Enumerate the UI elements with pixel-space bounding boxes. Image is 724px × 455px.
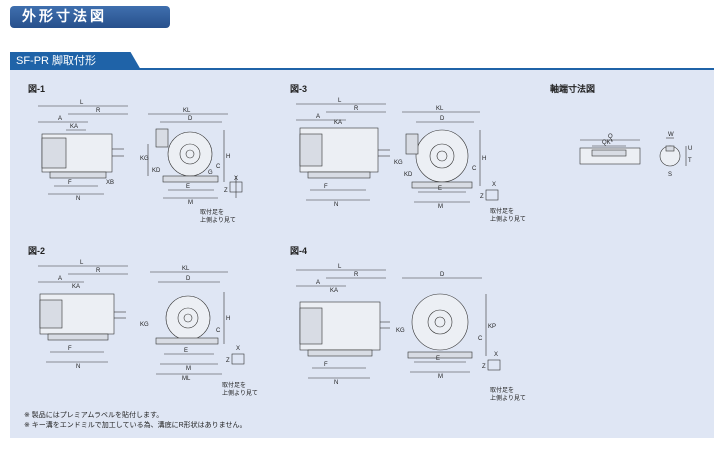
svg-text:Z: Z: [226, 358, 230, 364]
svg-text:A: A: [58, 276, 62, 282]
figure-1-drawing: L R A KA F N XB KL D KG KD H C G E M Z X: [38, 100, 243, 206]
page-title: 外形寸法図: [10, 6, 170, 28]
svg-text:X: X: [236, 346, 240, 352]
dim-N: N: [76, 196, 80, 202]
dim-E: E: [186, 184, 190, 190]
section-divider: [10, 68, 714, 70]
svg-text:M: M: [186, 366, 191, 372]
svg-text:R: R: [354, 272, 359, 278]
annotation-fig2-line2: 上側より見て: [222, 391, 258, 397]
dim-Q: Q: [608, 134, 613, 140]
svg-text:C: C: [216, 328, 221, 334]
shaft-end-label: 軸端寸法図: [550, 84, 596, 94]
annotation-fig4-line1: 取付足を: [490, 388, 515, 394]
svg-text:C: C: [472, 166, 477, 172]
dim-M: M: [188, 200, 193, 206]
svg-text:D: D: [440, 272, 445, 278]
svg-text:Z: Z: [480, 194, 484, 200]
section-title: SF-PR 脚取付形: [10, 52, 141, 70]
note-2: ※ キー溝をエンドミルで加工している為、溝底にR形状はありません。: [24, 422, 247, 429]
svg-text:N: N: [334, 202, 338, 208]
dim-W: W: [668, 132, 674, 138]
svg-text:KL: KL: [182, 266, 190, 272]
figure-4-drawing: L R A KA F N D KG KP C E M Z X: [296, 264, 501, 386]
figure-4-label: 図-4: [290, 246, 308, 256]
dim-H: H: [226, 154, 230, 160]
dim-XB: XB: [106, 180, 114, 186]
svg-text:KA: KA: [72, 284, 80, 290]
svg-text:KG: KG: [396, 328, 405, 334]
dim-KL: KL: [183, 108, 191, 114]
dim-KA: KA: [70, 124, 78, 130]
svg-text:X: X: [492, 182, 496, 188]
dim-KG: KG: [140, 156, 149, 162]
svg-text:E: E: [184, 348, 188, 354]
dim-R: R: [96, 108, 101, 114]
figure-2-drawing: L R A KA F N KL D KG H C E M ML Z X: [38, 260, 245, 382]
dim-KD: KD: [152, 168, 161, 174]
svg-text:A: A: [316, 280, 320, 286]
svg-text:KA: KA: [330, 288, 338, 294]
svg-text:F: F: [68, 346, 72, 352]
svg-text:KA: KA: [334, 120, 342, 126]
svg-text:KG: KG: [394, 160, 403, 166]
svg-text:R: R: [96, 268, 101, 274]
svg-text:H: H: [226, 316, 230, 322]
figure-1-label: 図-1: [28, 84, 46, 94]
dim-QK: QK*: [602, 140, 614, 146]
svg-text:KG: KG: [140, 322, 149, 328]
svg-text:Z: Z: [482, 364, 486, 370]
dim-U: U: [688, 146, 692, 152]
svg-text:N: N: [334, 380, 338, 386]
dim-D: D: [188, 116, 193, 122]
svg-text:D: D: [186, 276, 191, 282]
svg-text:KL: KL: [436, 106, 444, 112]
svg-text:A: A: [316, 114, 320, 120]
svg-text:D: D: [440, 116, 445, 122]
figure-2-label: 図-2: [28, 246, 46, 256]
svg-text:F: F: [324, 362, 328, 368]
dim-T: T: [688, 158, 692, 164]
figure-3-label: 図-3: [290, 84, 308, 94]
drawing-panel: 図-1 図-3 軸端寸法図 図-2 図-4: [10, 70, 714, 438]
svg-text:E: E: [436, 356, 440, 362]
annotation-fig3-line2: 上側より見て: [490, 217, 526, 223]
svg-text:L: L: [338, 98, 342, 104]
svg-text:C: C: [478, 336, 483, 342]
annotation-fig3-line1: 取付足を: [490, 209, 515, 215]
svg-text:M: M: [438, 374, 443, 380]
dim-S: S: [668, 172, 672, 178]
dim-X: X: [234, 176, 238, 182]
svg-text:R: R: [354, 106, 359, 112]
dim-Z: Z: [224, 188, 228, 194]
svg-text:N: N: [76, 364, 80, 370]
dim-ML: ML: [182, 376, 191, 382]
shaft-end-drawing: Q QK* W U S T: [579, 132, 692, 178]
svg-text:X: X: [494, 352, 498, 358]
figure-3-drawing: L R A KA F N KL D KG KD H C E M Z X: [296, 98, 499, 210]
svg-text:M: M: [438, 204, 443, 210]
svg-text:L: L: [80, 260, 84, 266]
dim-G: G: [208, 170, 213, 176]
svg-text:KD: KD: [404, 172, 413, 178]
dim-KP: KP: [488, 324, 496, 330]
annotation-fig2-line1: 取付足を: [222, 383, 247, 389]
svg-text:F: F: [324, 184, 328, 190]
annotation-line2: 上側より見て: [200, 218, 236, 224]
dim-C: C: [216, 164, 221, 170]
annotation-fig4-line2: 上側より見て: [490, 396, 526, 402]
svg-text:L: L: [338, 264, 342, 270]
svg-text:E: E: [438, 186, 442, 192]
annotation-line1: 取付足を: [200, 210, 225, 216]
dim-L: L: [80, 100, 84, 106]
svg-text:H: H: [482, 156, 486, 162]
dim-F: F: [68, 180, 72, 186]
note-1: ※ 製品にはプレミアムラベルを貼付します。: [24, 412, 164, 419]
dim-A: A: [58, 116, 62, 122]
